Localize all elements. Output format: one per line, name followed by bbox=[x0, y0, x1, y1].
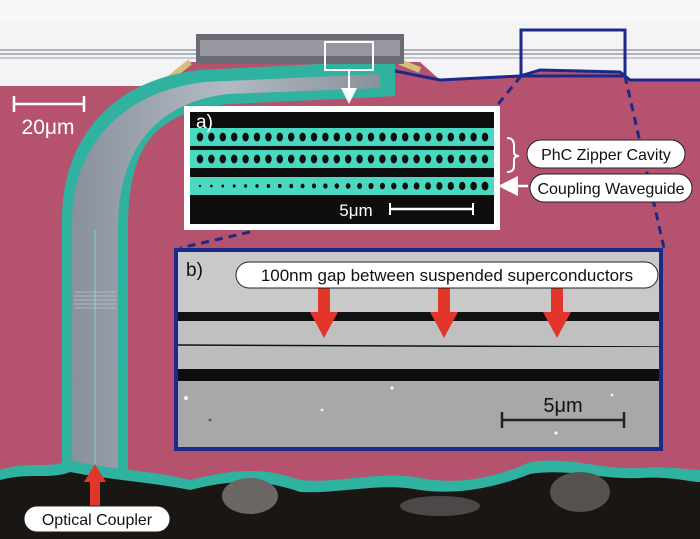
inset-a-scale-bar: 5μm bbox=[339, 201, 474, 220]
phc-cavity-beams bbox=[190, 128, 494, 195]
zoom-box-b bbox=[519, 28, 627, 78]
inset-b-scale-bar: 5μm bbox=[500, 395, 626, 428]
phc-brace bbox=[506, 137, 520, 173]
red-arrows bbox=[310, 286, 571, 338]
inset-a-label: a) bbox=[196, 112, 213, 133]
phc-callout: PhC Zipper Cavity bbox=[526, 139, 686, 169]
coupling-callout-text: Coupling Waveguide bbox=[537, 181, 684, 198]
optical-coupler-text: Optical Coupler bbox=[42, 512, 153, 529]
phc-callout-text: PhC Zipper Cavity bbox=[541, 147, 671, 164]
gap-callout: 100nm gap between suspended superconduct… bbox=[235, 261, 659, 289]
main-scale-label: 20μm bbox=[22, 116, 75, 139]
inset-a-scale-label: 5μm bbox=[339, 201, 372, 220]
inset-b-label: b) bbox=[186, 260, 203, 281]
coupler-grating bbox=[74, 291, 116, 309]
gap-callout-text: 100nm gap between suspended superconduct… bbox=[261, 266, 633, 285]
main-scale-bar: 20μm bbox=[12, 96, 86, 139]
waveguide-body bbox=[72, 74, 380, 470]
inset-b-scale-label: 5μm bbox=[543, 395, 582, 417]
optical-coupler-arrow bbox=[84, 464, 106, 506]
inset-b: b) 100nm gap between suspended supercond… bbox=[174, 248, 663, 451]
optical-coupler-callout: Optical Coupler bbox=[23, 505, 171, 533]
coupling-callout: Coupling Waveguide bbox=[529, 173, 693, 203]
inset-a: a) 5μm bbox=[184, 106, 500, 230]
phc-holes bbox=[196, 132, 489, 191]
